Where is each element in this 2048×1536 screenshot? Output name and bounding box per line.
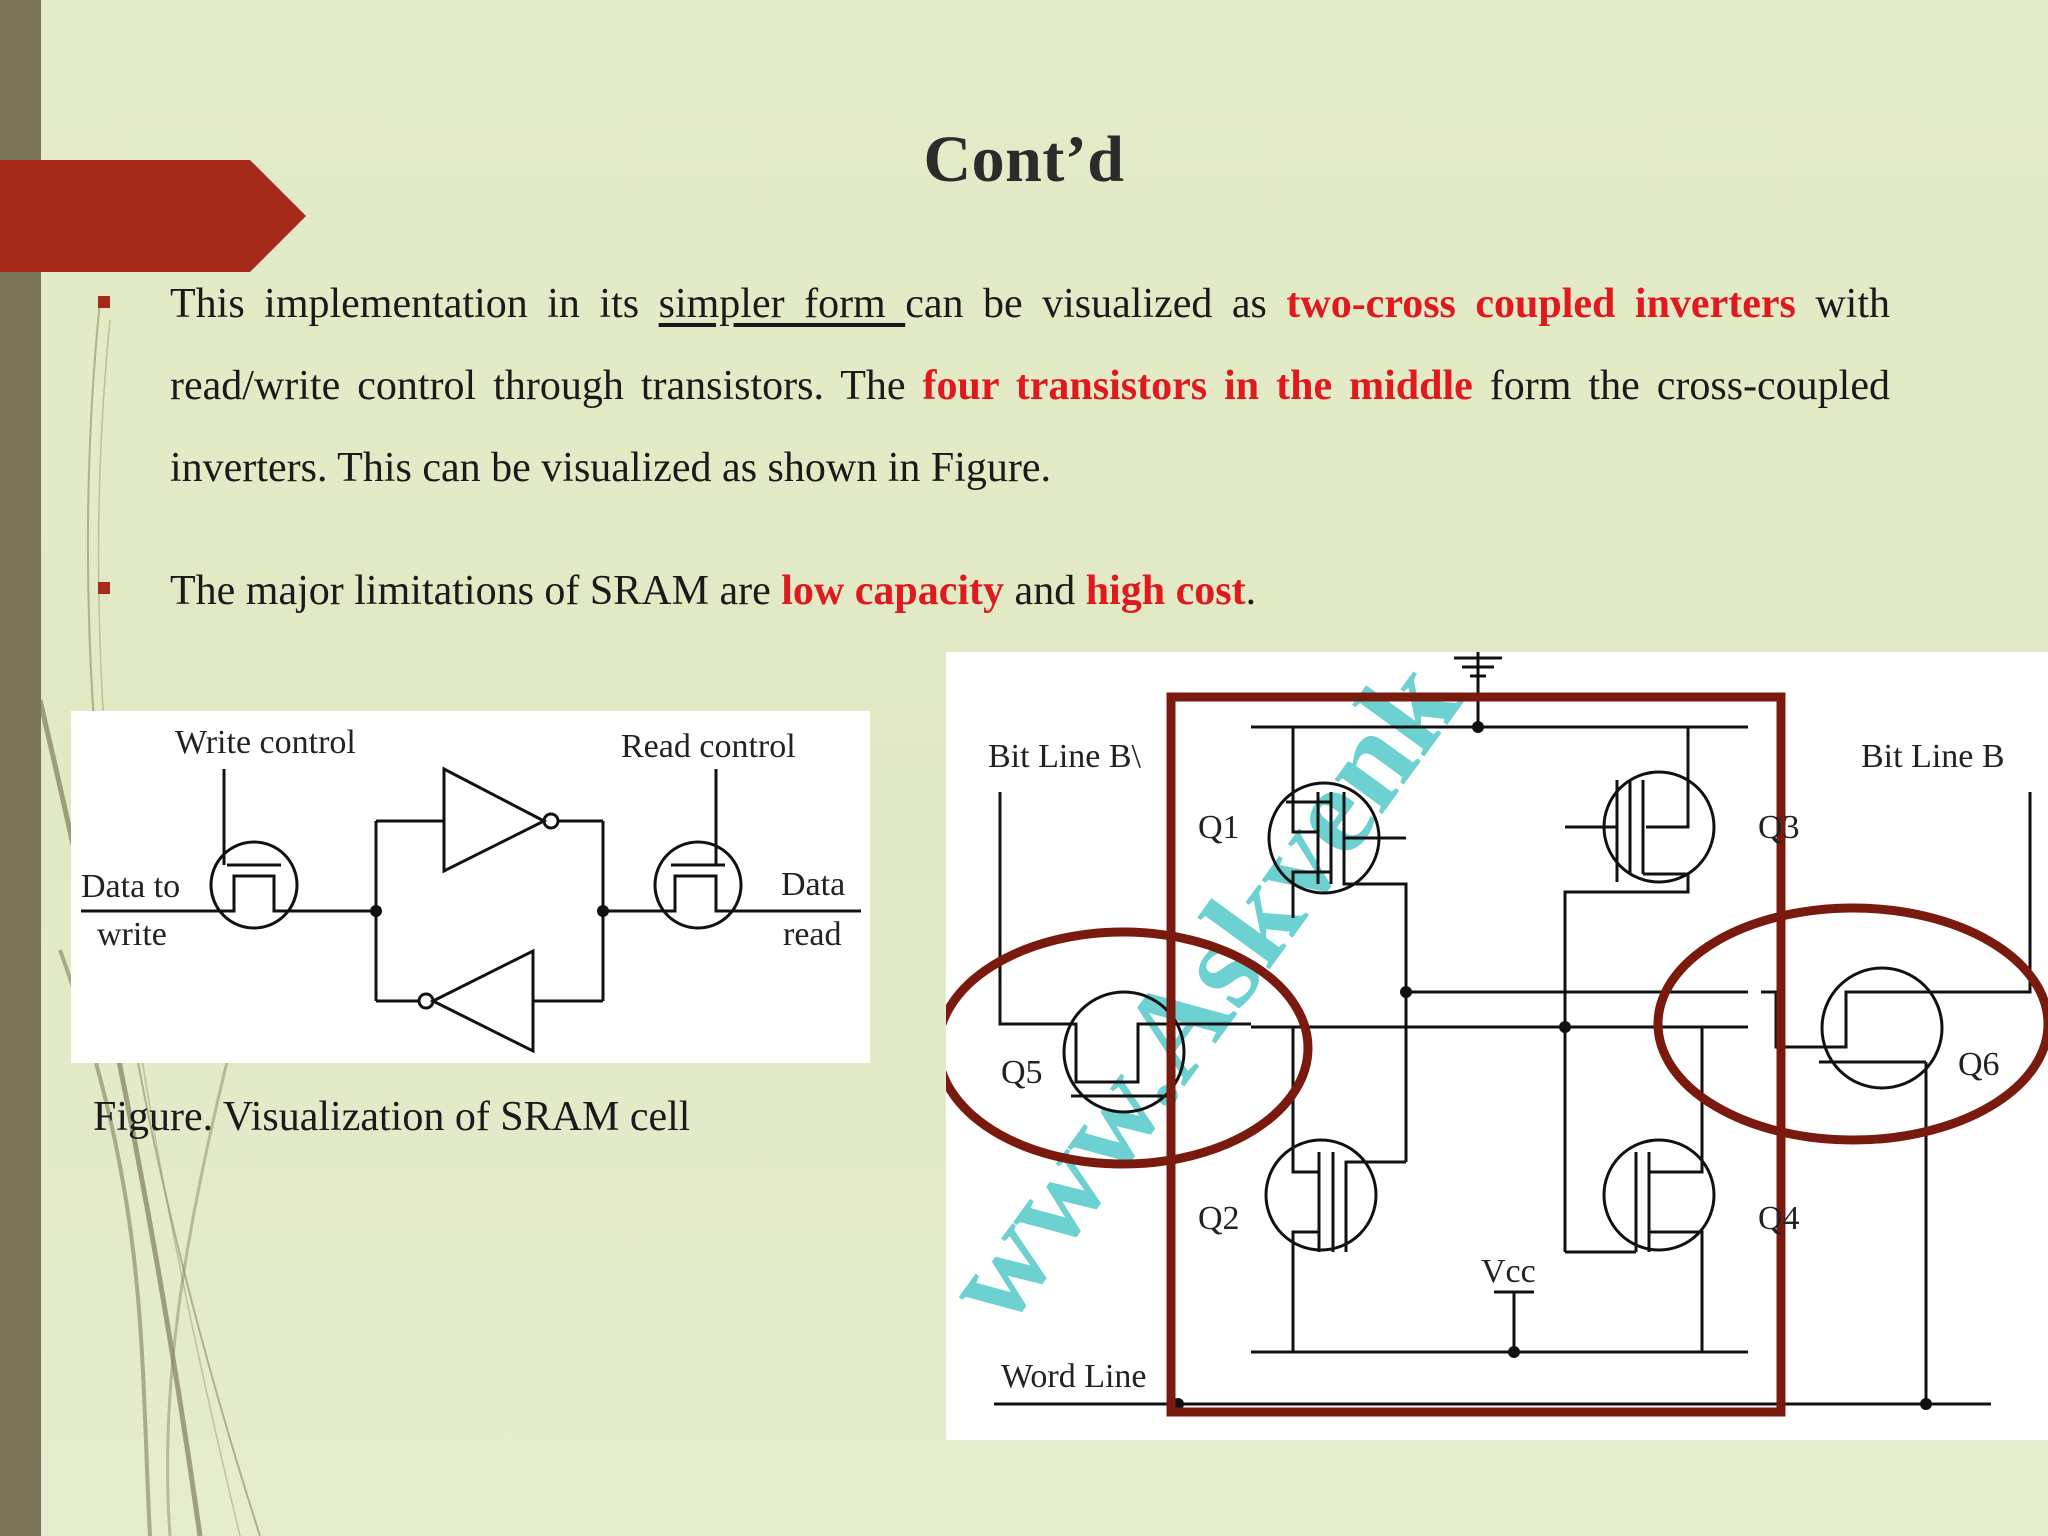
vcc-label: Vcc (1481, 1253, 1536, 1290)
bullet-marker-2 (98, 582, 110, 594)
highlight-ellipse-q6 (1653, 903, 2048, 1145)
q3-label: Q3 (1758, 809, 1800, 846)
bullet-2-text-b: and (1004, 568, 1086, 614)
data-to-label: Data to (81, 868, 180, 905)
bullet-text-1: This implementation in its simpler form … (170, 263, 1890, 509)
bullet-1-text-c: with read/write control through transist… (170, 281, 1890, 409)
bullet-text-2: The major limitations of SRAM are low ca… (170, 550, 1890, 632)
read-label: read (783, 916, 842, 953)
q1-label: Q1 (1198, 809, 1240, 846)
slide-title: Cont’d (923, 123, 1125, 196)
q2-label: Q2 (1198, 1200, 1240, 1237)
data-label: Data (781, 866, 845, 903)
bullet-1-underlined: simpler form (658, 281, 906, 327)
q6-label: Q6 (1958, 1046, 2000, 1083)
read-control-label: Read control (621, 728, 796, 765)
figure-caption: Figure. Visualization of SRAM cell (93, 1094, 691, 1140)
q5-label: Q5 (1001, 1054, 1043, 1091)
write-control-label: Write control (175, 724, 356, 761)
bullet-2-highlight-b: high cost (1085, 568, 1246, 614)
bullet-1-highlight-b: four transistors in the middle (922, 363, 1473, 409)
write-label: write (97, 916, 167, 953)
q4-label: Q4 (1758, 1200, 1800, 1237)
highlight-rectangle (1166, 692, 1786, 1417)
bullet-1-highlight-a: two-cross coupled inverters (1286, 281, 1796, 327)
bullet-1-text-b: can be visualized as (905, 281, 1287, 327)
bullet-1-text-a: This implementation in its (170, 281, 659, 327)
bullet-2-highlight-a: low capacity (781, 568, 1005, 614)
sram-visualization-figure: Write control Read control Data to write… (71, 711, 870, 1063)
bullet-marker-1 (98, 296, 110, 308)
word-line-label: Word Line (1001, 1358, 1147, 1395)
sram-six-transistor-diagram: www.Askvenk (914, 635, 2048, 1417)
sram-visualization-diagram: Write control Read control Data to write… (81, 724, 861, 1054)
bit-line-b-label: Bit Line B (1861, 738, 2005, 775)
title-arrow-banner (0, 160, 306, 272)
bullet-2-text-c: . (1245, 568, 1257, 614)
bullet-2-text-a: The major limitations of SRAM are (170, 568, 782, 614)
sram-six-transistor-figure: www.Askvenk (914, 635, 2048, 1440)
bit-line-b-bar-label: Bit Line B\ (988, 738, 1142, 775)
bullet-1-text-d: form the cross-coupled inverters. This c… (170, 363, 1890, 491)
